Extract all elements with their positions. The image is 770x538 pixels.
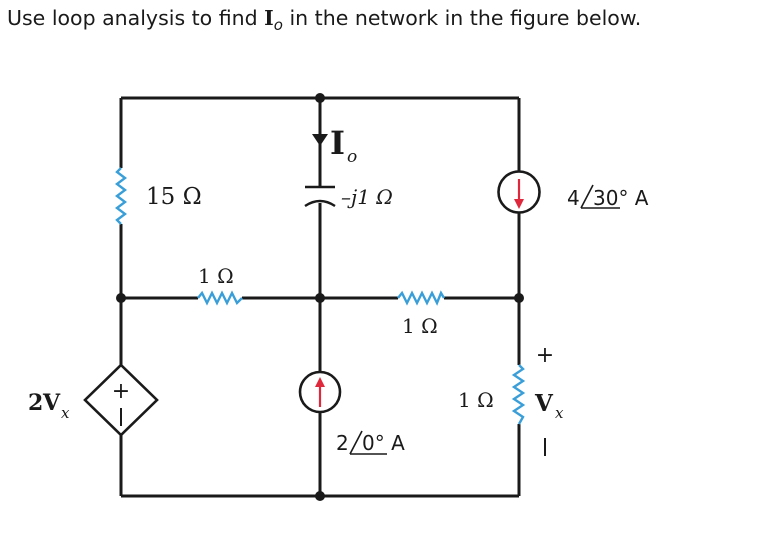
capacitor: [304, 185, 336, 208]
io-subscript: o: [347, 147, 357, 167]
resistor-15-ohm: [115, 167, 127, 225]
arrow-down-icon: [514, 199, 524, 209]
resistor-1-left-label: 1 Ω: [198, 264, 234, 288]
vx-variable: V: [534, 390, 554, 417]
angle-slash: [349, 430, 363, 455]
junction-dot: [514, 293, 524, 303]
dependent-source-plus: +: [112, 379, 130, 404]
capacitor-label: –j1 Ω: [341, 185, 393, 209]
dependent-source-subscript: x: [61, 404, 70, 422]
question-prefix: Use loop analysis to find: [7, 6, 265, 30]
io-label: I: [330, 124, 345, 162]
vx-plus: +: [536, 343, 554, 368]
question-text: Use loop analysis to find Io in the netw…: [7, 6, 641, 34]
vx-subscript: x: [555, 404, 564, 422]
angle-slash: [580, 184, 594, 209]
dependent-source-variable: V: [42, 390, 61, 416]
source-top-angle: 30° A: [593, 186, 649, 210]
arrow-up-icon: [315, 377, 325, 387]
resistor-15-label: 15 Ω: [146, 184, 202, 210]
resistor-1-ohm-right: [511, 364, 526, 425]
resistor-1-ohm-middle: [397, 290, 446, 306]
resistor-1-middle-label: 1 Ω: [402, 314, 438, 338]
junction-dot: [315, 293, 325, 303]
junctions: [116, 93, 524, 501]
junction-dot: [315, 491, 325, 501]
question-variable-subscript: o: [273, 16, 283, 34]
resistor-1-ohm-left: [197, 290, 243, 306]
io-arrow-icon: [312, 134, 328, 146]
source-bottom-magnitude: 2: [336, 431, 349, 455]
question-suffix: in the network in the figure below.: [282, 6, 642, 30]
source-bottom-angle: 0° A: [362, 431, 405, 455]
junction-dot: [116, 293, 126, 303]
junction-dot: [315, 93, 325, 103]
question-variable: I: [264, 6, 274, 30]
source-top-magnitude: 4: [567, 186, 580, 210]
resistor-1-right-label: 1 Ω: [458, 388, 494, 412]
dependent-source-coefficient: 2: [28, 390, 43, 416]
capacitor-plate-bottom: [304, 199, 336, 208]
dependent-voltage-source: [83, 363, 159, 437]
